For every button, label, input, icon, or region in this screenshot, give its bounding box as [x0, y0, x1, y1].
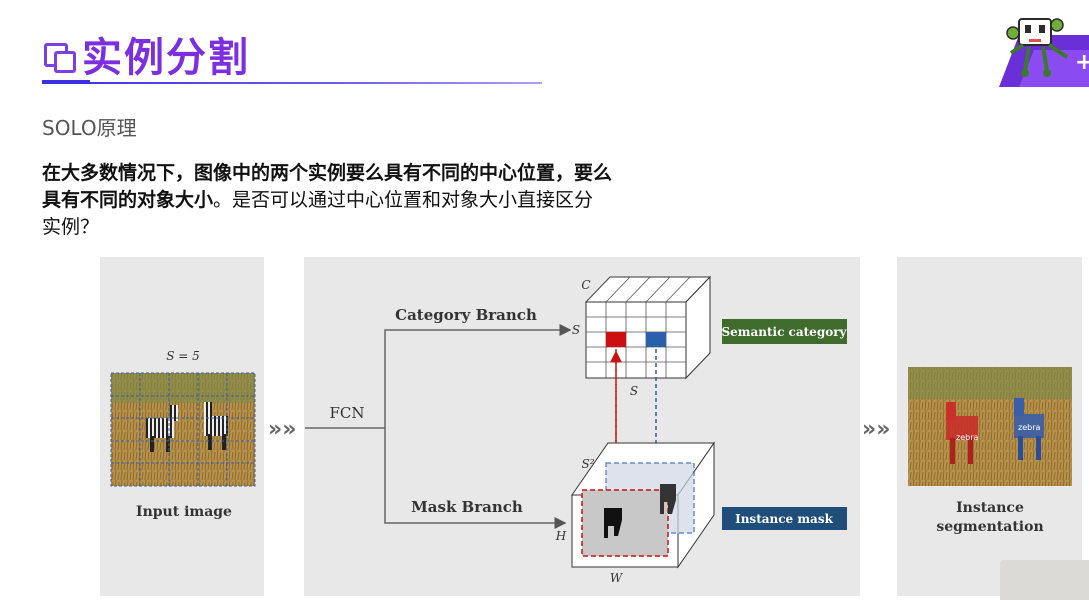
category-grid-cube — [584, 275, 712, 380]
robot-mascot-logo: + — [999, 18, 1089, 87]
fcn-label: FCN — [329, 404, 364, 422]
semantic-category-label: Semantic category — [721, 325, 847, 339]
w-dimension-label: W — [610, 571, 624, 585]
presenter-camera-overlay — [1000, 560, 1089, 600]
mask-cube — [571, 441, 715, 569]
zebra-tag-blue: zebra — [1018, 423, 1040, 432]
grid-size-label: S = 5 — [166, 349, 200, 363]
output-segmentation-image — [908, 367, 1072, 486]
category-branch-label: Category Branch — [395, 306, 537, 324]
semantic-category-box — [722, 319, 847, 344]
title-underline — [42, 80, 542, 84]
arrow-chevrons-right: »» — [862, 417, 890, 442]
c-dimension-label: C — [581, 278, 590, 292]
mask-branch-arrow — [384, 428, 567, 529]
paragraph-normal: 。是否可以通过中心位置和对象大小直接区分实例？ — [42, 189, 594, 238]
intro-paragraph: 在大多数情况下，图像中的两个实例要么具有不同的中心位置，要么具有不同的对象大小。… — [42, 160, 612, 241]
input-image-caption: Input image — [136, 504, 232, 520]
page-title: 实例分割 — [82, 35, 250, 81]
output-caption-line2: segmentation — [936, 519, 1043, 535]
s-dimension-label-bottom: S — [630, 384, 638, 398]
instance-mask-box — [722, 507, 847, 530]
title-block: 实例分割 — [42, 30, 250, 81]
svg-text:+: + — [1075, 50, 1089, 75]
s2-dimension-label: S² — [581, 457, 594, 471]
input-zebra-image — [110, 372, 256, 487]
output-caption-line1: Instance — [956, 500, 1024, 516]
mask-branch-label: Mask Branch — [411, 498, 523, 516]
zebra-tag-red: zebra — [956, 433, 978, 442]
title-squares-icon — [42, 37, 76, 73]
arrow-chevrons-left: »» — [268, 417, 296, 442]
section-subtitle: SOLO原理 — [42, 116, 137, 140]
s-dimension-label-left: S — [572, 323, 580, 337]
h-dimension-label: H — [555, 529, 567, 543]
instance-mask-label: Instance mask — [735, 512, 833, 526]
blue-grid-cell — [646, 332, 666, 347]
red-grid-cell — [606, 332, 626, 347]
category-branch-arrow — [384, 324, 572, 428]
paragraph-bold: 在大多数情况下，图像中的两个实例要么具有不同的中心位置，要么具有不同的对象大小 — [42, 162, 613, 211]
